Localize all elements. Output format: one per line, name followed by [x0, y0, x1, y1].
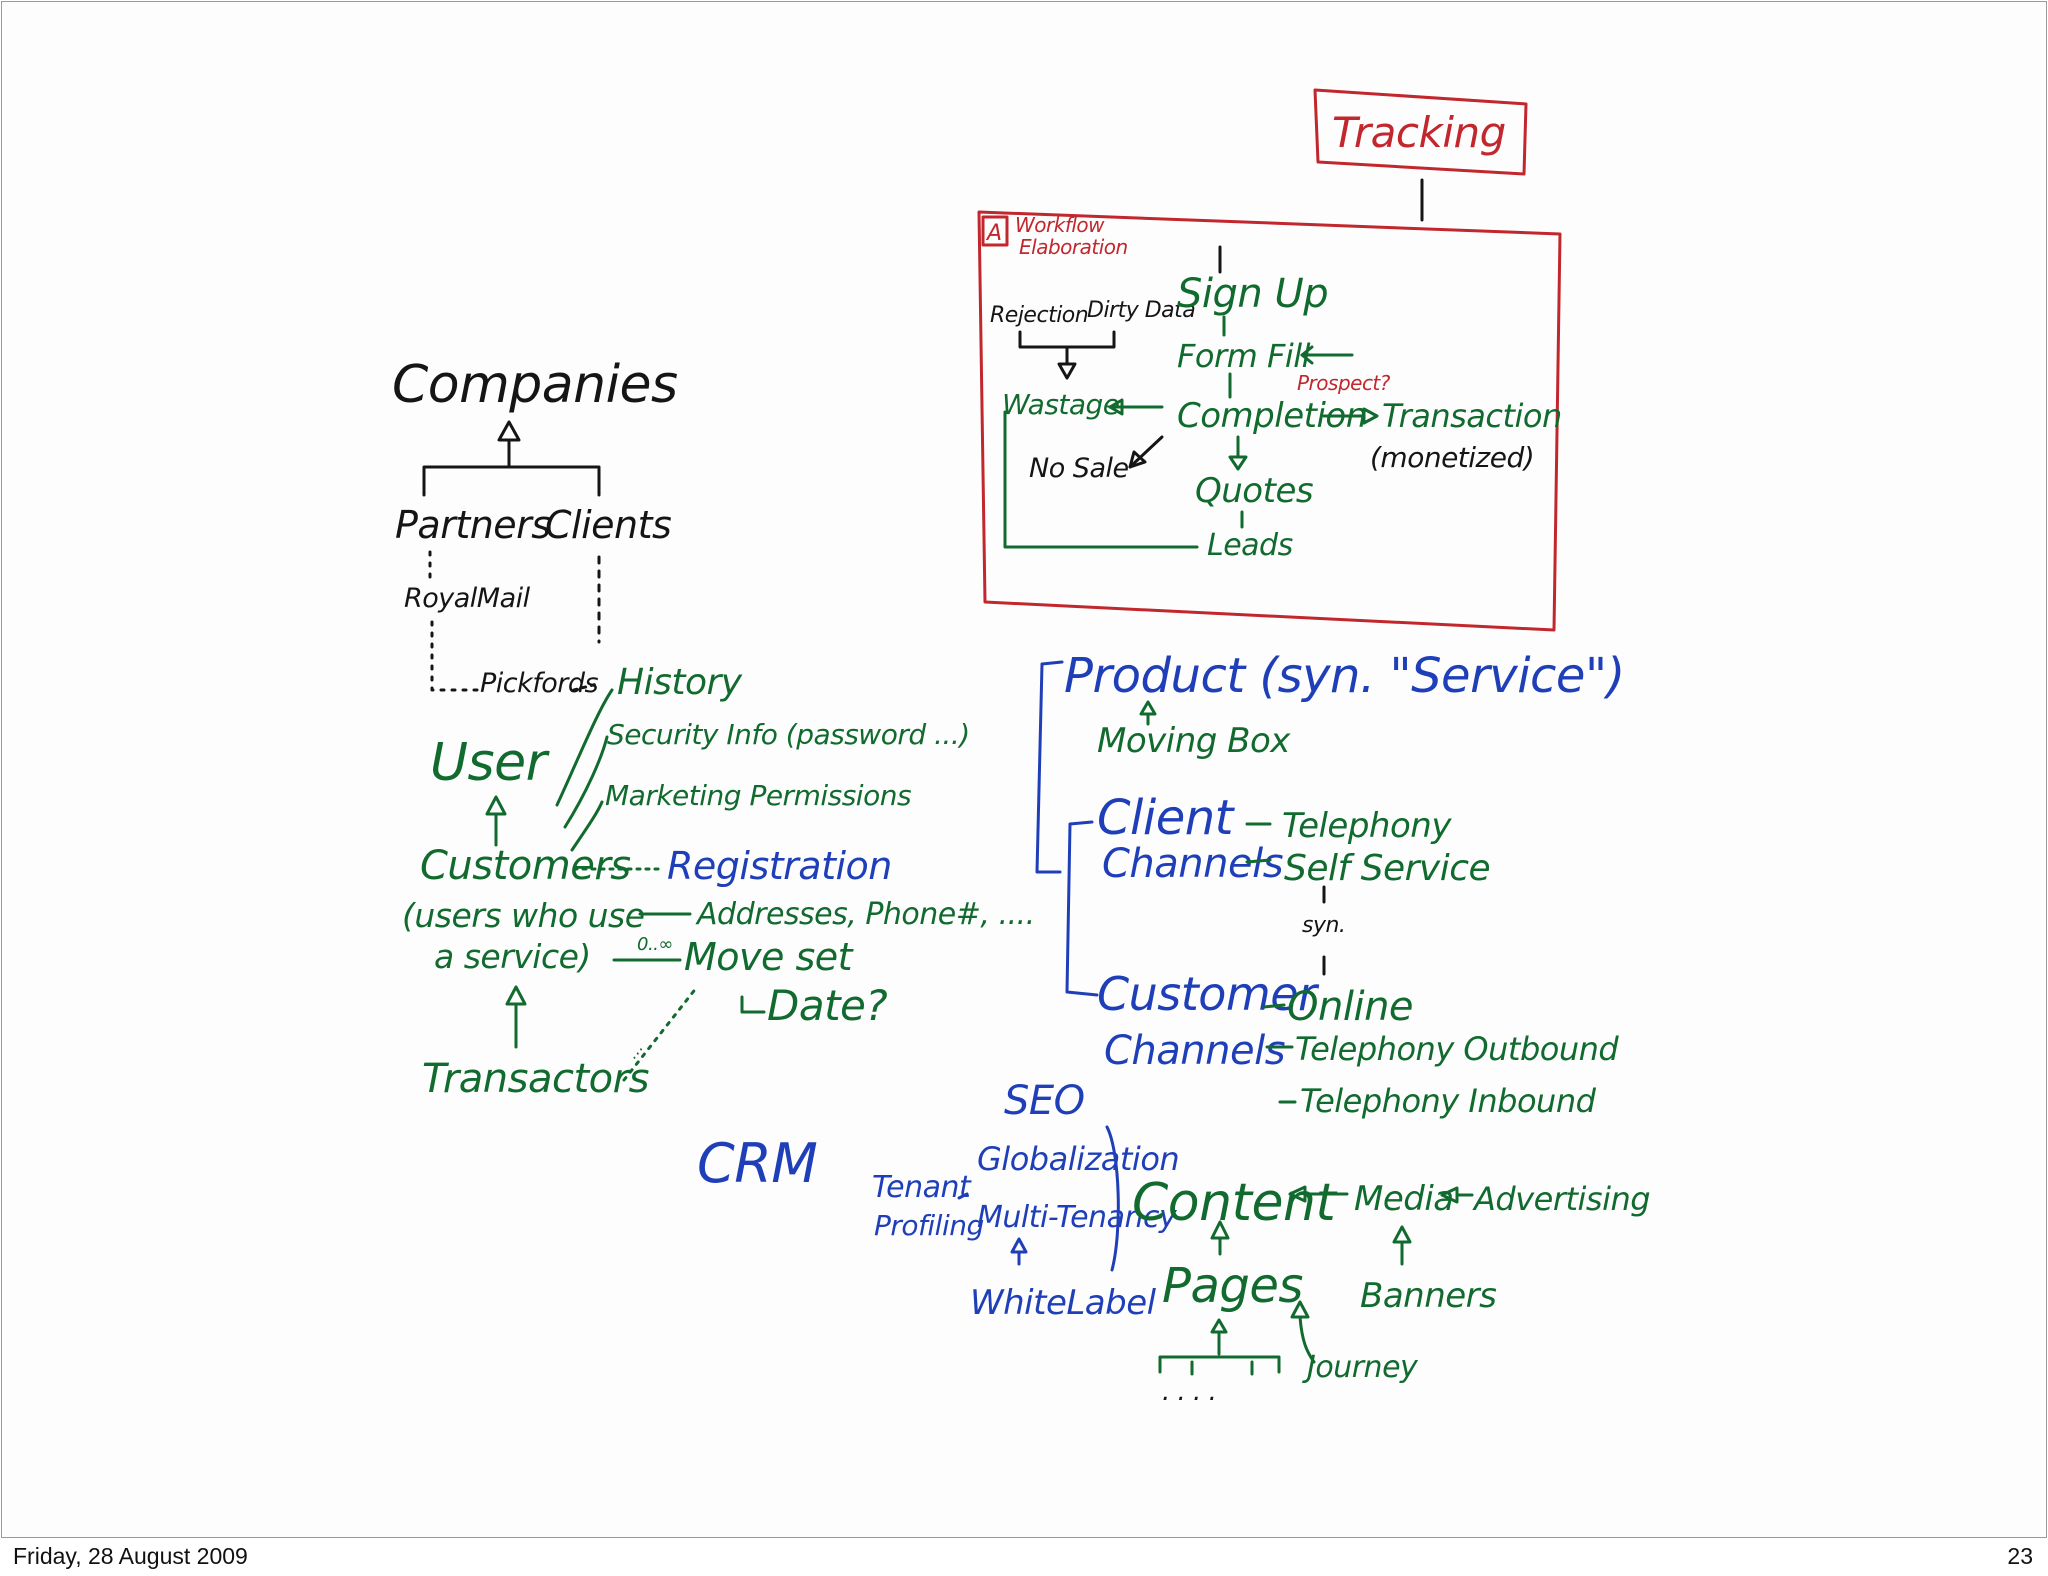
- client-channels-label: Channels: [1102, 841, 1283, 887]
- product-group: Product (syn. "Service") Moving Box Clie…: [1035, 648, 1625, 1120]
- content-label: Content: [1132, 1173, 1337, 1233]
- tracking-label: Tracking: [1332, 108, 1506, 157]
- clients-label: Clients: [545, 503, 671, 547]
- media-label: Media: [1354, 1179, 1454, 1219]
- crm-label: CRM: [697, 1132, 817, 1195]
- marketing-permissions-label: Marketing Permissions: [605, 779, 911, 812]
- royal-mail-label: RoyalMail: [404, 583, 531, 614]
- journey-label: Journey: [1302, 1350, 1419, 1385]
- user-model-group: User Customers Registration History Secu…: [402, 662, 1035, 1102]
- online-label: Online: [1287, 984, 1413, 1030]
- banners-label: Banners: [1360, 1276, 1496, 1316]
- transaction-label: Transaction: [1382, 397, 1562, 435]
- advertising-label: Advertising: [1472, 1180, 1650, 1218]
- customers-label: Customers: [420, 843, 631, 889]
- tracking-box: [1313, 88, 1528, 176]
- workflow-label: Workflow: [1015, 213, 1105, 237]
- elaboration-label: Elaboration: [1019, 235, 1128, 259]
- inheritance-arrow: [485, 795, 507, 816]
- product-label: Product (syn. "Service"): [1064, 648, 1625, 704]
- partners-label: Partners: [395, 503, 551, 547]
- date-label: Date?: [767, 981, 887, 1030]
- security-info-label: Security Info (password ...): [607, 718, 970, 751]
- rejection-label: Rejection: [990, 303, 1088, 328]
- companies-group: Companies Partners Clients RoyalMail Pic…: [392, 355, 678, 699]
- companies-label: Companies: [392, 355, 678, 415]
- multiplicity-label: 0..∞: [637, 934, 673, 955]
- form-fill-label: Form Fill: [1177, 337, 1311, 375]
- customer-label: Customer: [1097, 967, 1320, 1021]
- tracking-group: Tracking A Workflow Elaboration Rejectio…: [977, 88, 1562, 632]
- move-set-label: Move set: [684, 935, 855, 979]
- footer-date: Friday, 28 August 2009: [13, 1543, 248, 1569]
- content-group: CRM SEO Globalization Multi-Tenancy Tena…: [697, 1078, 1651, 1407]
- wastage-label: Wastage: [1002, 388, 1120, 421]
- white-label-label: WhiteLabel: [970, 1283, 1157, 1323]
- telephony-inbound-label: Telephony Inbound: [1300, 1082, 1597, 1120]
- inheritance-arrow: [497, 420, 521, 442]
- whiteboard-diagram: Companies Partners Clients RoyalMail Pic…: [392, 88, 1651, 1407]
- dirty-data-label: Dirty Data: [1087, 298, 1195, 323]
- slide: Companies Partners Clients RoyalMail Pic…: [1, 1, 2047, 1538]
- profiling-label: Profiling: [874, 1209, 984, 1242]
- monetized-label: (monetized): [1370, 441, 1534, 474]
- telephony-label: Telephony: [1282, 806, 1452, 846]
- history-label: History: [617, 662, 743, 703]
- dots-label: . . . .: [1162, 1377, 1216, 1407]
- customers-note-1: (users who use: [402, 896, 645, 935]
- no-sale-label: No Sale: [1029, 453, 1129, 484]
- customer-channels-label: Channels: [1104, 1028, 1285, 1074]
- inheritance-arrow: [505, 985, 527, 1006]
- slide-footer: Friday, 28 August 2009 23: [0, 1537, 2048, 1576]
- self-service-label: Self Service: [1284, 848, 1490, 889]
- tenant-label: Tenant: [872, 1170, 972, 1205]
- multi-tenancy-label: Multi-Tenancy: [977, 1200, 1178, 1235]
- customers-note-2: a service): [434, 937, 591, 976]
- syn-label: syn.: [1302, 913, 1345, 938]
- prospect-label: Prospect?: [1297, 371, 1391, 395]
- sign-up-label: Sign Up: [1177, 271, 1328, 317]
- pickfords-label: Pickfords: [480, 668, 599, 699]
- seo-label: SEO: [1004, 1078, 1085, 1124]
- quotes-label: Quotes: [1195, 471, 1313, 511]
- user-label: User: [430, 733, 551, 793]
- registration-label: Registration: [667, 844, 892, 888]
- addresses-label: Addresses, Phone#, ....: [695, 897, 1035, 932]
- moving-box-label: Moving Box: [1097, 721, 1291, 761]
- globalization-label: Globalization: [977, 1140, 1179, 1178]
- workflow-frame: [977, 210, 1562, 632]
- leads-label: Leads: [1207, 528, 1293, 563]
- pages-label: Pages: [1162, 1258, 1303, 1314]
- transactors-label: Transactors: [422, 1056, 649, 1102]
- section-letter: A: [985, 221, 1002, 246]
- page-number: 23: [2007, 1543, 2033, 1569]
- client-label: Client: [1097, 790, 1236, 846]
- telephony-outbound-label: Telephony Outbound: [1295, 1030, 1619, 1068]
